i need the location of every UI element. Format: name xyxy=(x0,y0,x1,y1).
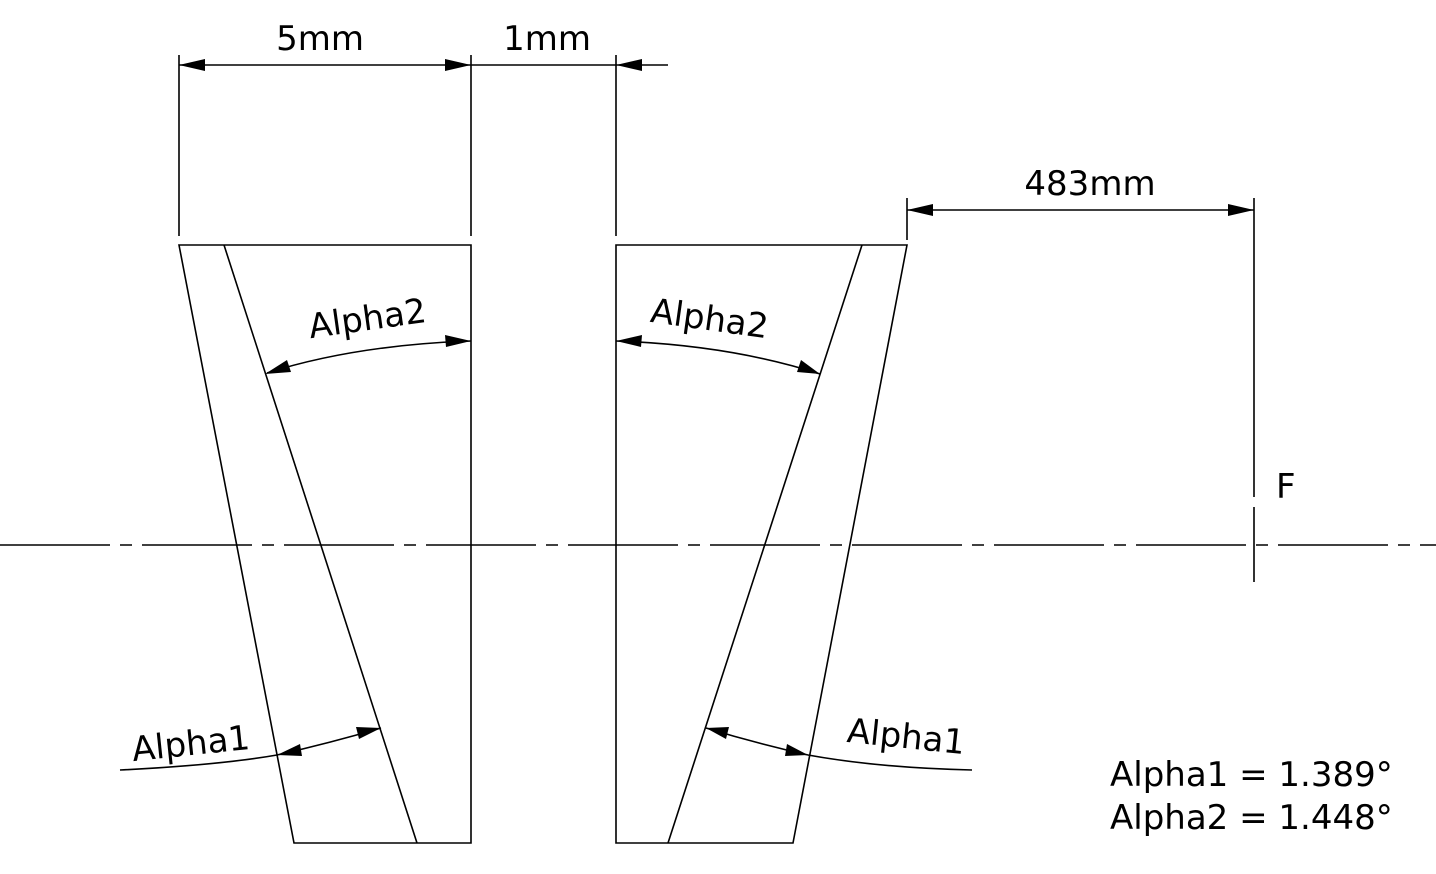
dimension-1mm-label: 1mm xyxy=(503,19,591,59)
right-alpha1-annotation: Alpha1 xyxy=(705,711,973,771)
arrowhead xyxy=(706,727,729,739)
dimension-5mm-label: 5mm xyxy=(276,19,364,59)
dimension-483mm: 483mm xyxy=(906,164,1255,497)
left-prism-wedge-line xyxy=(223,244,418,844)
arrowhead xyxy=(265,360,291,374)
result-alpha2: Alpha2 = 1.448° xyxy=(1110,798,1393,838)
arrowhead xyxy=(179,59,205,71)
left-prism-outline xyxy=(178,244,472,844)
result-alpha1: Alpha1 = 1.389° xyxy=(1110,755,1393,795)
left-alpha1-label: Alpha1 xyxy=(130,718,252,770)
dimension-1mm: 1mm xyxy=(471,19,668,71)
arrowhead xyxy=(445,59,471,71)
right-alpha2-label: Alpha2 xyxy=(648,291,771,347)
arrowhead xyxy=(785,744,808,756)
focus-point: F xyxy=(1253,467,1296,582)
arrowhead xyxy=(1228,204,1254,216)
dimension-5mm: 5mm xyxy=(179,19,471,71)
dimension-483mm-label: 483mm xyxy=(1024,164,1155,204)
arrowhead xyxy=(445,335,471,347)
arrowhead xyxy=(907,204,933,216)
arrowhead xyxy=(616,335,642,347)
arrowhead xyxy=(277,744,302,756)
left-alpha1-annotation: Alpha1 xyxy=(119,718,382,771)
arrowhead xyxy=(356,727,381,739)
right-prism-outline xyxy=(615,244,908,844)
right-alpha2-annotation: Alpha2 xyxy=(615,291,821,375)
right-prism-wedge-line xyxy=(667,244,863,844)
arrowhead xyxy=(616,59,642,71)
left-alpha2-label: Alpha2 xyxy=(306,291,429,347)
left-alpha2-annotation: Alpha2 xyxy=(265,291,472,374)
focus-label: F xyxy=(1276,467,1296,507)
right-alpha1-label: Alpha1 xyxy=(845,711,967,763)
arrowhead xyxy=(797,360,820,374)
